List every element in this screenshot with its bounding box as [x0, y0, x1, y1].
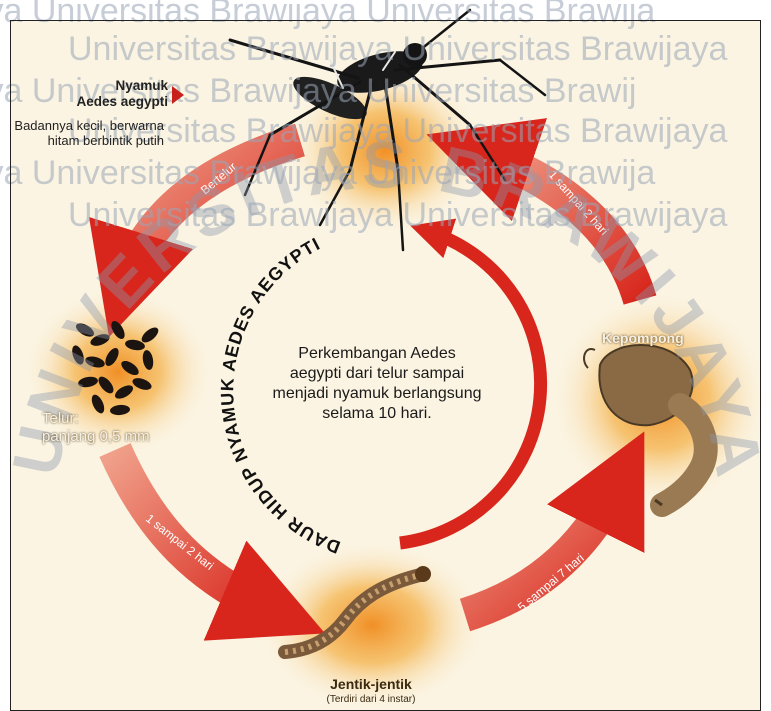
mosquito-name-line1: Nyamuk	[28, 78, 168, 94]
egg-label-block: Telur: panjang 0,5 mm	[42, 410, 150, 446]
mosquito-name-caption: Nyamuk Aedes aegypti	[28, 78, 168, 110]
egg-detail: panjang 0,5 mm	[42, 428, 150, 446]
center-description: Perkembangan Aedes aegypti dari telur sa…	[272, 344, 482, 424]
mosquito-description: Badannya kecil, berwarna hitam berbintik…	[14, 118, 164, 148]
mosquito-name-line2: Aedes aegypti	[28, 94, 168, 110]
pupa-label: Kepompong	[602, 330, 684, 346]
egg-label: Telur:	[42, 410, 150, 428]
larva-detail: (Terdiri dari 4 instar)	[296, 694, 446, 705]
caption-pointer-icon	[172, 86, 184, 104]
larva-label: Jentik-jentik	[296, 676, 446, 692]
